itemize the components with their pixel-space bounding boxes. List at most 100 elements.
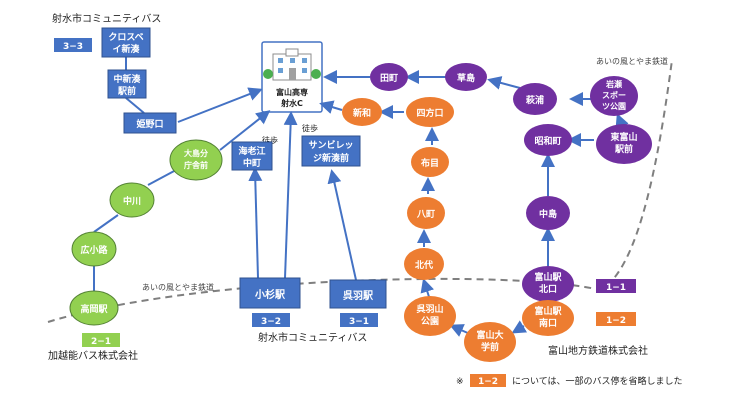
svg-text:呉羽山: 呉羽山 [416, 303, 443, 315]
svg-text:中新湊: 中新湊 [113, 73, 141, 85]
svg-text:萩浦: 萩浦 [525, 94, 544, 106]
stop-hokudai: 北代 [404, 248, 444, 280]
connector-kosugi-ebietsu [248, 167, 263, 279]
svg-text:中島: 中島 [539, 208, 557, 220]
footnote-mark: ※ [456, 377, 464, 387]
svg-text:東富山: 東富山 [610, 131, 637, 143]
svg-text:高岡駅: 高岡駅 [80, 303, 108, 315]
svg-text:大島分: 大島分 [184, 148, 208, 158]
svg-text:広小路: 広小路 [80, 244, 108, 256]
svg-text:布目: 布目 [420, 157, 439, 169]
footnote: ※ 1−2 については、一部のバス停を省略しました [456, 374, 683, 387]
school-name-line1: 富山高専 [276, 87, 308, 97]
svg-text:富山駅: 富山駅 [534, 271, 562, 283]
svg-text:富山駅: 富山駅 [534, 305, 562, 317]
svg-text:サンビレッ: サンビレッ [308, 139, 353, 151]
footnote-route-badge [470, 374, 506, 387]
svg-text:クロスベ: クロスベ [108, 32, 143, 43]
school-destination: 富山高専 射水C [261, 41, 323, 113]
svg-text:姫野口: 姫野口 [136, 118, 163, 130]
connector-lines [93, 57, 629, 337]
svg-text:スポー: スポー [602, 90, 626, 100]
walk-label-right: 徒歩 [302, 123, 318, 133]
stop-iwase-sports-park: 岩瀬 スポー ツ公園 [590, 76, 638, 116]
connector-shinwa-school [319, 100, 343, 114]
route-label-1-2: 1−2 [596, 312, 636, 326]
school-building-icon [263, 48, 321, 81]
connector-nakashinminato-himenokko [125, 97, 145, 114]
svg-text:3−1: 3−1 [349, 317, 369, 327]
svg-text:南口: 南口 [539, 317, 557, 329]
caption-bottom-left: 加越能バス株式会社 [48, 349, 138, 362]
route-label-2-1: 2−1 [82, 333, 120, 347]
stop-sunvillage-shinminato: サンビレッ ジ新湊前 [301, 135, 361, 167]
connector-daimon-school [219, 110, 271, 151]
svg-text:田町: 田町 [380, 73, 398, 84]
svg-text:昭和町: 昭和町 [534, 135, 561, 147]
svg-text:新和: 新和 [353, 107, 371, 119]
footnote-route-code: 1−2 [478, 377, 498, 387]
connector-toyamasouth-toyamauniv [511, 320, 528, 334]
railway-label-right: あいの風とやま鉄道 [596, 56, 668, 66]
stop-yotsukaido: 四方口 [406, 97, 454, 127]
svg-text:ジ新湊前: ジ新湊前 [313, 152, 349, 164]
svg-text:小杉駅: 小杉駅 [254, 288, 286, 301]
connector-kureha-sunvillage [327, 169, 357, 281]
svg-text:海老江: 海老江 [238, 145, 265, 157]
svg-text:中町: 中町 [243, 157, 261, 169]
stop-himenokko: 姫野口 [123, 112, 177, 134]
stop-takaoka-station: 高岡駅 [69, 290, 119, 326]
svg-text:四方口: 四方口 [416, 107, 443, 119]
stop-kurehayama-park: 呉羽山 公園 [404, 296, 456, 336]
stop-kureha-station: 呉羽駅 [329, 279, 387, 309]
stop-toyama-university: 富山大 学前 [464, 322, 516, 362]
connector-toyamauniv-kurehayama [449, 324, 471, 337]
connector-hagiura-kusajima [487, 76, 521, 90]
stop-toyama-station-north: 富山駅 北口 [522, 266, 574, 302]
footnote-text: については、一部のバス停を省略しました [512, 375, 683, 387]
stop-showacho: 昭和町 [524, 124, 572, 156]
school-name-line2: 射水C [280, 98, 303, 108]
caption-bottom-right: 富山地方鉄道株式会社 [548, 344, 648, 357]
svg-text:岩瀬: 岩瀬 [605, 79, 622, 89]
stop-nakashinminato-ekimae: 中新湊 駅前 [107, 69, 147, 99]
svg-text:3−2: 3−2 [261, 317, 281, 327]
caption-bottom-center: 射水市コミュニティバス [258, 331, 367, 344]
svg-text:北代: 北代 [415, 259, 433, 271]
caption-top-left: 射水市コミュニティバス [52, 12, 161, 25]
stop-higashitoyama-ekimae: 東富山 駅前 [596, 124, 652, 164]
svg-text:呉羽駅: 呉羽駅 [343, 290, 374, 302]
stop-nakagawa: 中川 [109, 182, 155, 218]
stop-nunome: 布目 [411, 147, 449, 177]
stop-nakajima: 中島 [526, 196, 570, 230]
stop-cross-bay-shinminato: クロスベ イ新湊 [101, 27, 151, 58]
svg-text:公園: 公園 [421, 316, 439, 327]
svg-text:駅前: 駅前 [118, 85, 136, 97]
stop-toyama-station-south: 富山駅 南口 [522, 300, 574, 336]
route-label-3-1: 3−1 [340, 313, 378, 327]
svg-text:2−1: 2−1 [91, 337, 111, 347]
route-label-3-2: 3−2 [252, 313, 290, 327]
connector-hirokoji-nakagawa [93, 214, 119, 233]
stop-kusajima: 草島 [445, 63, 487, 91]
svg-text:1−2: 1−2 [606, 316, 626, 326]
svg-text:駅前: 駅前 [615, 143, 633, 155]
stop-shinwa: 新和 [342, 98, 382, 126]
svg-text:学前: 学前 [481, 341, 499, 353]
route-label-3-3: 3−3 [54, 38, 92, 52]
route-label-1-1: 1−1 [596, 279, 636, 293]
stop-ebietsu-nakamachi: 海老江 中町 [231, 141, 273, 171]
walk-label-left: 徒歩 [262, 135, 278, 145]
stop-hirokoji: 広小路 [71, 231, 117, 267]
connector-nakagawa-daimon [147, 169, 177, 186]
stop-daimon-chosha: 大島分 庁舎前 [169, 139, 223, 181]
svg-text:庁舎前: 庁舎前 [183, 160, 208, 170]
stop-hachimachi: 八町 [407, 197, 445, 229]
svg-text:3−3: 3−3 [63, 42, 83, 52]
connector-kosugi-school [283, 111, 298, 279]
svg-text:ツ公園: ツ公園 [602, 102, 626, 111]
svg-text:富山大: 富山大 [476, 329, 503, 341]
svg-text:中川: 中川 [123, 195, 141, 207]
connector-himenokko-school [177, 87, 263, 123]
svg-text:イ新湊: イ新湊 [112, 43, 140, 55]
